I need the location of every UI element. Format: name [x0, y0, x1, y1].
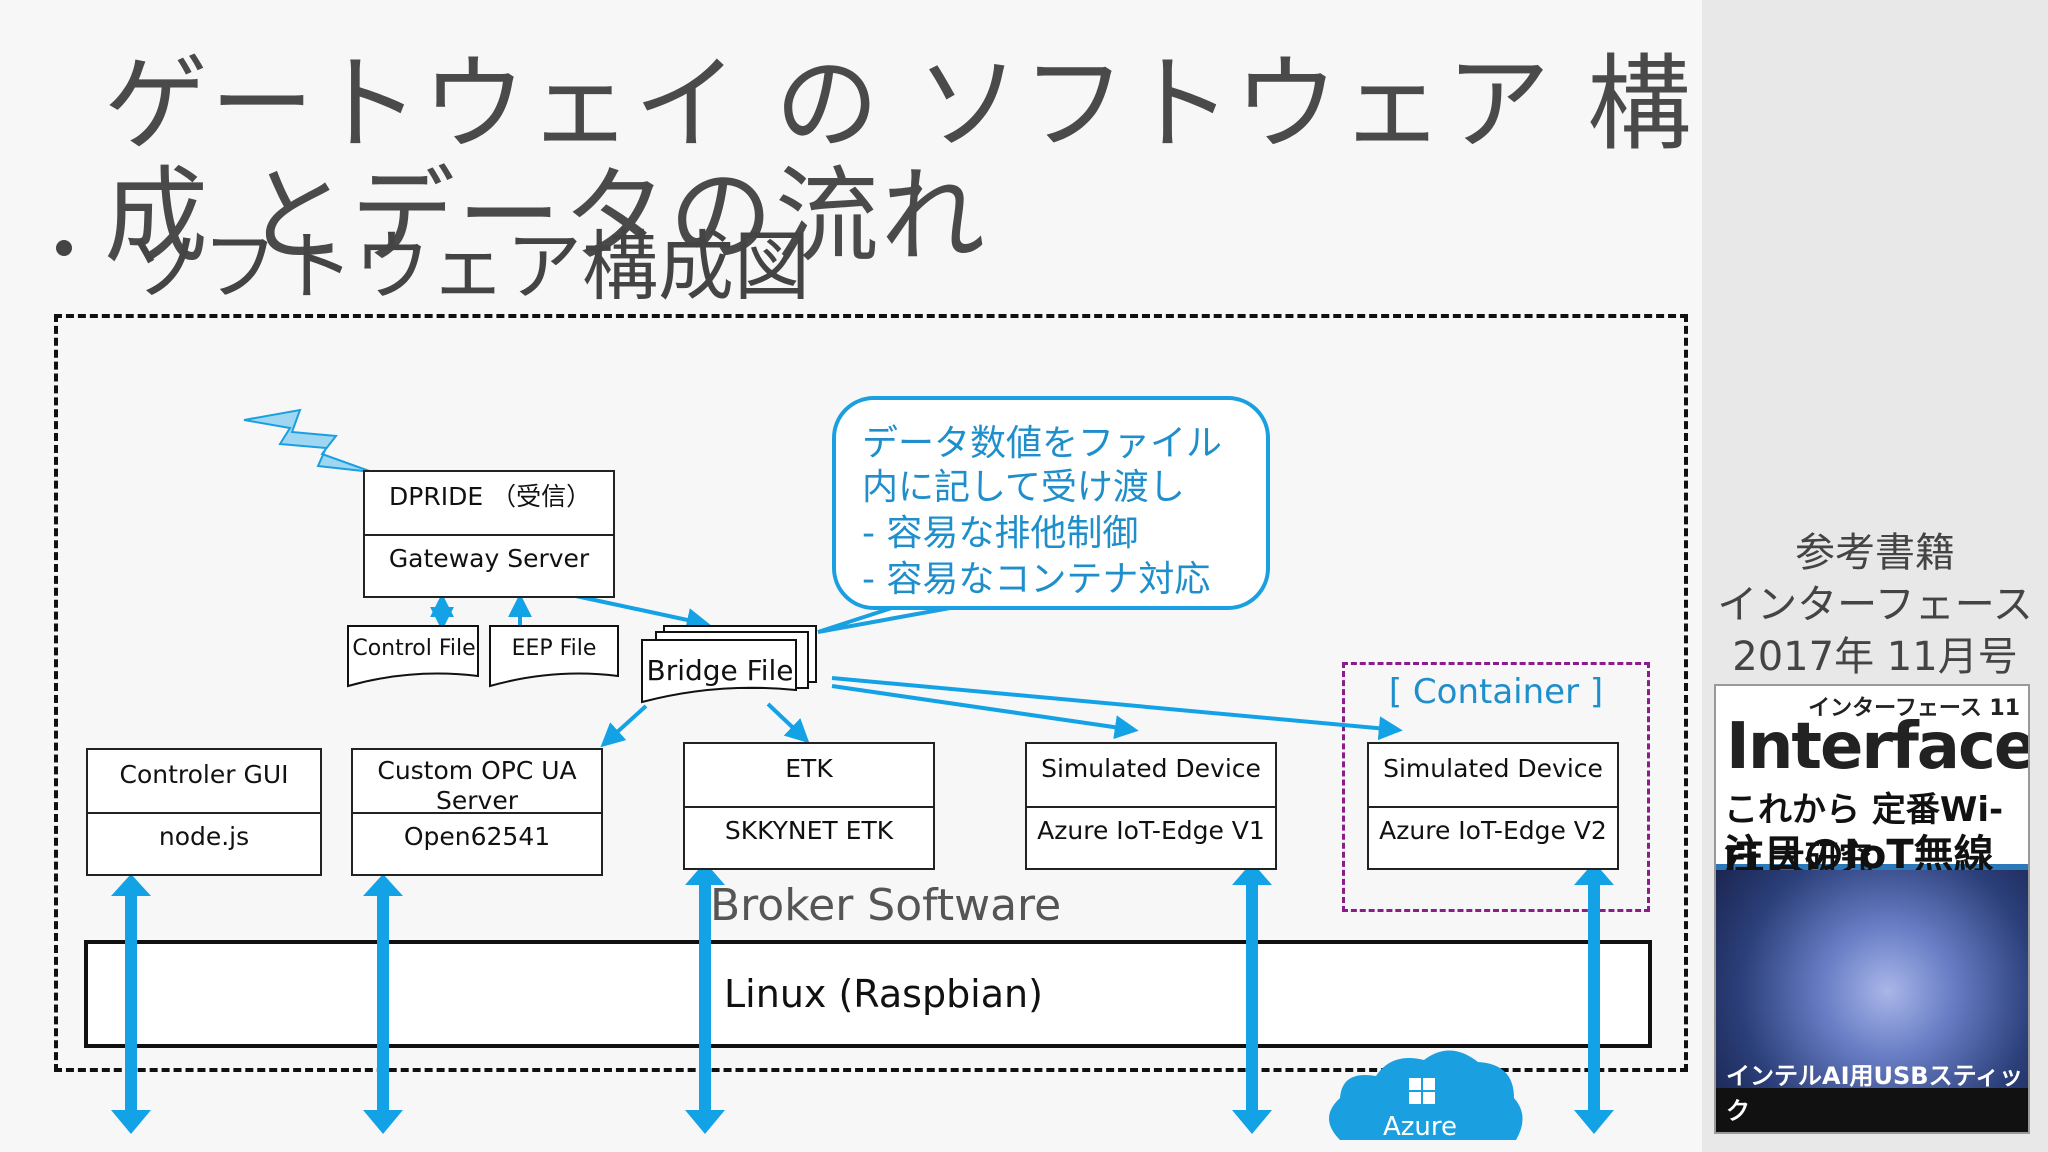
gateway-frame — [54, 314, 1688, 1072]
linux-box — [84, 940, 1652, 1048]
eep-file-label: EEP File — [511, 636, 597, 661]
etk-label: ETK — [785, 754, 833, 783]
container-frame — [1342, 662, 1650, 912]
control-file-label: Control File — [352, 636, 476, 661]
bridge-file-label: Bridge File — [646, 654, 794, 687]
broker-software-label: Broker Software — [710, 880, 1062, 931]
azure-label: Azure — [1382, 1112, 1458, 1142]
reference-heading: 参考書籍 — [1795, 530, 1955, 576]
book-cover: Interface インターフェース 11 これから 定番Wi-Fi 大研究 注… — [1714, 684, 2030, 1134]
sim-device-v1-label: Simulated Device — [1041, 754, 1261, 783]
custom-opc-label: Custom OPC UA Server — [377, 756, 577, 815]
callout-bubble: データ数値をファイル 内に記して受け渡し - 容易な排他制御 - 容易なコンテナ… — [832, 396, 1270, 610]
bullet-text: ソフトウェア構成図 — [126, 222, 810, 311]
controler-gui-box: Controler GUI node.js — [86, 748, 322, 876]
sim-device-v1-box: Simulated Device Azure IoT-Edge V1 — [1025, 742, 1277, 870]
slide-title: ゲートウェイ の ソフトウェア 構成 とデータの流れ — [104, 43, 1694, 277]
callout-line-3: - 容易な排他制御 — [862, 513, 1139, 554]
book-illustration — [1716, 870, 2028, 1090]
control-file-shape — [347, 625, 479, 688]
lightning-icon — [243, 408, 373, 473]
eep-file-shape — [489, 625, 619, 688]
container-label: [ Container ] — [1388, 672, 1604, 712]
etk-box: ETK SKKYNET ETK — [683, 742, 935, 870]
dpride-label: DPRIDE （受信） — [389, 482, 592, 511]
sim-device-v2-label: Simulated Device — [1383, 754, 1603, 783]
controler-gui-label: Controler GUI — [119, 760, 289, 789]
skkynet-etk-label: SKKYNET ETK — [724, 816, 894, 845]
book-brand-kana: インターフェース 11 — [1808, 696, 2020, 721]
reference-issue: 2017年 11月号 — [1732, 634, 2018, 680]
callout-line-2: 内に記して受け渡し — [862, 467, 1185, 508]
book-brand: Interface — [1726, 710, 2030, 784]
windows-icon — [1409, 1078, 1435, 1104]
nodejs-label: node.js — [158, 822, 250, 851]
open62541-label: Open62541 — [403, 822, 551, 851]
gateway-server-label: Gateway Server — [388, 544, 590, 573]
custom-opc-box: Custom OPC UA Server Open62541 — [351, 748, 603, 876]
book-bottom-text: インテルAI用USBスティック — [1726, 1062, 2024, 1125]
azure-iot-edge-v2-label: Azure IoT-Edge V2 — [1379, 816, 1607, 845]
reference-title: インターフェース — [1717, 582, 2033, 628]
bullet-dot — [56, 240, 72, 256]
callout-line-4: - 容易なコンテナ対応 — [862, 559, 1211, 600]
linux-label: Linux (Raspbian) — [724, 972, 1043, 1016]
bridge-file-shape — [641, 639, 797, 704]
azure-iot-edge-v1-label: Azure IoT-Edge V1 — [1037, 816, 1265, 845]
sim-device-v2-box: Simulated Device Azure IoT-Edge V2 — [1367, 742, 1619, 870]
callout-line-1: データ数値をファイル — [862, 423, 1223, 464]
dpride-box: DPRIDE （受信） Gateway Server — [363, 470, 615, 598]
